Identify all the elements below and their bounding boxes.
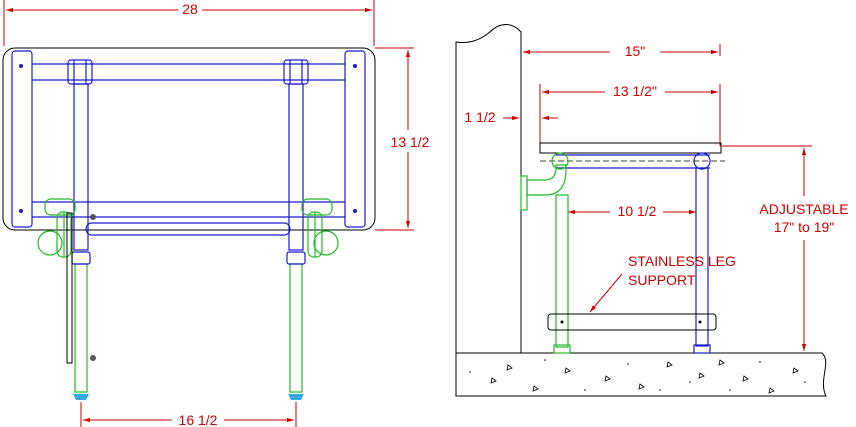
side-depth-label: 15"	[625, 43, 646, 59]
bolt-icon	[353, 64, 357, 68]
bolt-icon	[698, 320, 702, 324]
left-slat	[11, 50, 33, 228]
leg-support-bar	[547, 313, 717, 331]
adjustable-label-line1: ADJUSTABLE	[759, 201, 848, 217]
right-slat	[344, 50, 366, 228]
leg-spacing-dimension: 16 1/2	[80, 402, 297, 427]
front-height-label: 13 1/2	[391, 134, 430, 150]
bolt-icon	[19, 64, 23, 68]
leg-support-label-line1: STAINLESS LEG	[628, 253, 736, 269]
side-seat-dimension: 13 1/2"	[539, 83, 721, 146]
foot-icon	[288, 394, 304, 400]
adjustable-label-line2: 17" to 19"	[774, 219, 835, 235]
bolt-icon	[19, 209, 23, 213]
right-wall-bracket	[301, 198, 339, 258]
seat-outline	[2, 47, 376, 231]
front-width-label: 28	[182, 1, 198, 17]
bolt-icon	[560, 320, 564, 324]
floor-aggregate-icon	[490, 359, 799, 394]
bolt-icon	[353, 209, 357, 213]
seat-board	[539, 142, 722, 154]
leg-support-label-line2: SUPPORT	[628, 272, 696, 288]
wall-gap-dimension: 1 1/2	[464, 109, 558, 125]
side-wall-bracket	[520, 164, 567, 211]
side-view: 15" 13 1/2" 1 1/2	[455, 24, 849, 397]
pivot-label: 10 1/2	[618, 203, 657, 219]
front-view: 28	[2, 0, 430, 427]
wall-gap-label: 1 1/2	[464, 109, 495, 125]
pivot-dimension: 10 1/2	[568, 203, 696, 219]
front-height-dimension: 13 1/2	[375, 47, 430, 231]
adjustable-height-dimension: ADJUSTABLE 17" to 19"	[722, 145, 849, 351]
left-wall-bracket	[37, 198, 76, 258]
side-depth-dimension: 15"	[523, 43, 721, 59]
bolt-icon	[90, 355, 96, 361]
floor-dots	[469, 359, 806, 391]
side-seat-label: 13 1/2"	[613, 83, 657, 99]
floor	[455, 352, 827, 397]
wall	[455, 24, 522, 353]
foot-icon	[73, 394, 89, 400]
front-width-dimension: 28	[3, 0, 375, 46]
bolt-icon	[90, 214, 96, 220]
leg-spacing-label: 16 1/2	[179, 412, 218, 427]
